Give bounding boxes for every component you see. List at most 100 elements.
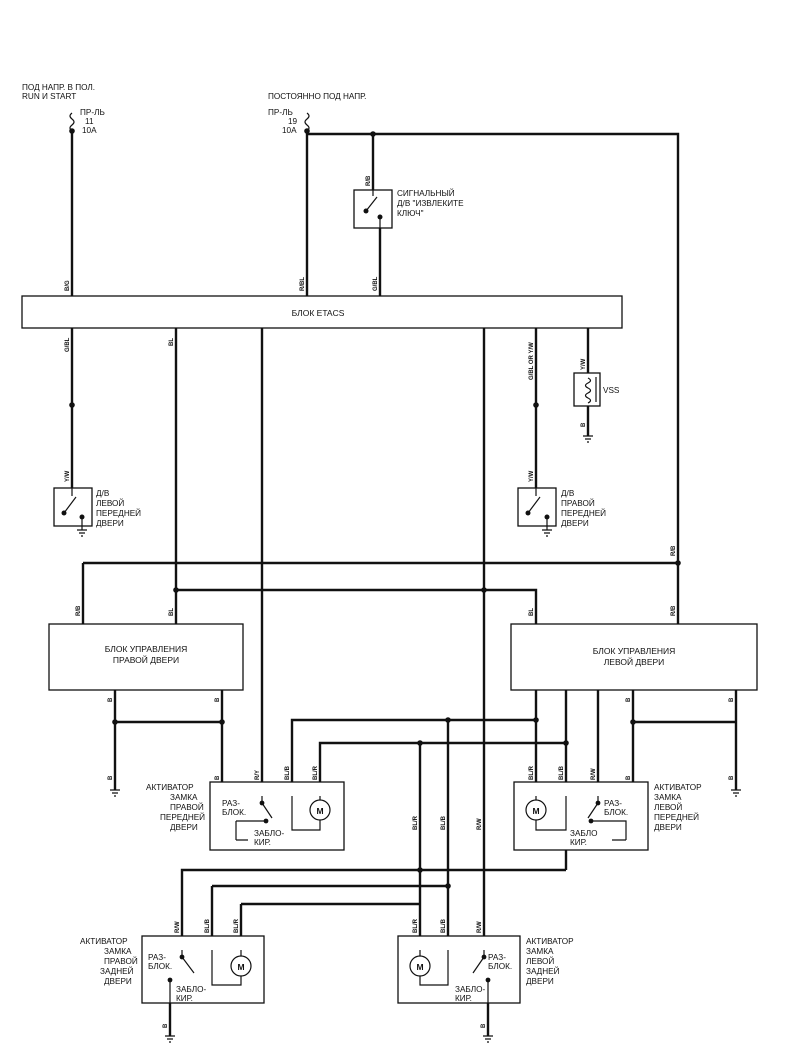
right-door-control-unit: БЛОК УПРАВЛЕНИЯ ПРАВОЙ ДВЕРИ [48, 623, 244, 691]
wire-label-bl-b-lf: BL/B [559, 765, 565, 780]
left-switch-label-2: ЛЕВОЙ [96, 497, 124, 508]
act-lf-label-2: ЗАМКА [654, 793, 682, 802]
right-switch-label-2: ПРАВОЙ [561, 497, 595, 508]
act-lr-label-2: ЗАМКА [526, 947, 554, 956]
act-lf-label-3: ЛЕВОЙ [654, 801, 682, 812]
wire-label-b-lr: B [481, 1023, 487, 1028]
act-lr-label-1: АКТИВАТОР [526, 937, 574, 946]
left-door-control-unit: БЛОК УПРАВЛЕНИЯ ЛЕВОЙ ДВЕРИ [510, 623, 758, 691]
wire-label-b-6: B [215, 775, 221, 780]
wire-label-b-5: B [108, 775, 114, 780]
fuse-19-number: 19 [288, 117, 298, 126]
left-unit-label-1: БЛОК УПРАВЛЕНИЯ [593, 646, 676, 656]
wire-label-r-b-left: R/B [76, 605, 82, 616]
motor-rf-letter: M [316, 806, 323, 816]
lf-unlock-label-2: БЛОК. [604, 808, 628, 817]
wire-label-bl-right-unit: BL [169, 608, 175, 616]
lf-lock-label-2: КИР. [570, 838, 587, 847]
wire-label-y-w-vss: Y/W [581, 358, 587, 370]
act-rf-label-3: ПРАВОЙ [170, 801, 204, 812]
wire-label-r-w-lf: R/W [591, 768, 597, 780]
actuator-right-rear: M РАЗ- БЛОК. ЗАБЛО- КИР. АКТИВАТОР ЗАМКА… [80, 935, 265, 1004]
wire-label-bl-r-mid: BL/R [413, 815, 419, 830]
act-rr-label-1: АКТИВАТОР [80, 937, 128, 946]
wire-label-b-1: B [108, 697, 114, 702]
wire-labels: B/G R/BL R/B G/BL G/BL BL G/BL OR Y/W Y/… [65, 175, 735, 1028]
rr-unlock-label-2: БЛОК. [148, 962, 172, 971]
wire-label-b-rr: B [163, 1023, 169, 1028]
act-lr-label-5: ДВЕРИ [526, 977, 554, 986]
actuator-left-rear: M РАЗ- БЛОК. ЗАБЛО- КИР. АКТИВАТОР ЗАМКА… [397, 935, 574, 1004]
lf-unlock-label-1: РАЗ- [604, 799, 622, 808]
lr-lock-label-1: ЗАБЛО- [455, 985, 486, 994]
right-unit-label-2: ПРАВОЙ ДВЕРИ [113, 654, 179, 665]
act-rr-label-5: ДВЕРИ [104, 977, 132, 986]
wire-label-r-y: R/Y [255, 770, 261, 780]
key-reminder-switch: СИГНАЛЬНЫЙ Д/В "ИЗВЛЕКИТЕ КЛЮЧ" [353, 187, 464, 229]
wire-label-r-bl: R/BL [300, 277, 306, 291]
junction-dots [69, 128, 681, 889]
left-switch-label-4: ДВЕРИ [96, 519, 124, 528]
wire-label-b-vss: B [581, 422, 587, 427]
run-power-label-2: RUN И START [22, 92, 76, 101]
right-unit-label-1: БЛОК УПРАВЛЕНИЯ [105, 644, 188, 654]
key-switch-label-2: Д/В "ИЗВЛЕКИТЕ [397, 199, 464, 208]
rf-unlock-label-1: РАЗ- [222, 799, 240, 808]
vss-label: VSS [603, 386, 620, 395]
wire-label-b-7: B [626, 775, 632, 780]
wire-label-b-4: B [729, 697, 735, 702]
act-lr-label-4: ЗАДНЕЙ [526, 965, 560, 976]
left-switch-label-3: ПЕРЕДНЕЙ [96, 507, 141, 518]
actuator-left-front: M РАЗ- БЛОК. ЗАБЛО КИР. АКТИВАТОР ЗАМКА … [513, 781, 702, 851]
motor-lf-letter: M [532, 806, 539, 816]
wire-label-r-w-mid: R/W [477, 818, 483, 830]
rf-unlock-label-2: БЛОК. [222, 808, 246, 817]
lr-unlock-label-1: РАЗ- [488, 953, 506, 962]
rf-lock-label-2: КИР. [254, 838, 271, 847]
wire-label-g-bl-left: G/BL [65, 337, 71, 352]
act-rf-label-2: ЗАМКА [170, 793, 198, 802]
key-switch-label-1: СИГНАЛЬНЫЙ [397, 187, 455, 198]
vss-sensor: VSS [573, 372, 620, 407]
wire-label-r-b-right: R/B [671, 545, 677, 556]
right-switch-label-1: Д/В [561, 489, 575, 498]
act-rf-label-5: ДВЕРИ [170, 823, 198, 832]
act-lf-label-4: ПЕРЕДНЕЙ [654, 811, 699, 822]
wire-label-bl-r-lr: BL/R [413, 918, 419, 933]
wire-label-bl-b-rf: BL/B [285, 765, 291, 780]
wire-label-bl-b-mid: BL/B [441, 815, 447, 830]
ground-symbols [77, 435, 741, 1043]
wire-label-bl-top: BL [169, 338, 175, 346]
rr-lock-label-2: КИР. [176, 994, 193, 1003]
wire-label-b-8: B [729, 775, 735, 780]
wire-label-r-b-left-unit: R/B [671, 605, 677, 616]
left-unit-label-2: ЛЕВОЙ ДВЕРИ [604, 656, 665, 667]
left-front-door-switch: Д/В ЛЕВОЙ ПЕРЕДНЕЙ ДВЕРИ [53, 487, 141, 530]
wire-label-y-w-right: Y/W [529, 470, 535, 482]
wire-label-r-w-rr: R/W [175, 921, 181, 933]
wire-label-bl-r-lf: BL/R [529, 765, 535, 780]
fuse-19: ПР-ЛЬ 19 10A [268, 108, 310, 135]
wire-label-bl-b-rr: BL/B [205, 918, 211, 933]
wire-label-g-bl: G/BL [373, 276, 379, 291]
wire-label-bl-b-lr: BL/B [441, 918, 447, 933]
wire-label-b-3: B [626, 697, 632, 702]
lr-lock-label-2: КИР. [455, 994, 472, 1003]
motor-lr-letter: M [416, 962, 423, 972]
right-switch-label-3: ПЕРЕДНЕЙ [561, 507, 606, 518]
act-lf-label-1: АКТИВАТОР [654, 783, 702, 792]
wire-label-b-2: B [215, 697, 221, 702]
wire-label-g-bl-or-y-w: G/BL OR Y/W [529, 342, 535, 380]
const-power-label: ПОСТОЯННО ПОД НАПР. [268, 92, 366, 101]
lr-unlock-label-2: БЛОК. [488, 962, 512, 971]
right-front-door-switch: Д/В ПРАВОЙ ПЕРЕДНЕЙ ДВЕРИ [517, 487, 606, 530]
fuse-11: ПР-ЛЬ 11 10A [69, 108, 105, 135]
act-rr-label-3: ПРАВОЙ [104, 955, 138, 966]
etacs-block: БЛОК ETACS [21, 295, 623, 329]
run-power-label-1: ПОД НАПР. В ПОЛ. [22, 83, 95, 92]
act-rr-label-4: ЗАДНЕЙ [100, 965, 134, 976]
act-rr-label-2: ЗАМКА [104, 947, 132, 956]
left-switch-label-1: Д/В [96, 489, 110, 498]
fuse-11-number: 11 [85, 117, 94, 126]
